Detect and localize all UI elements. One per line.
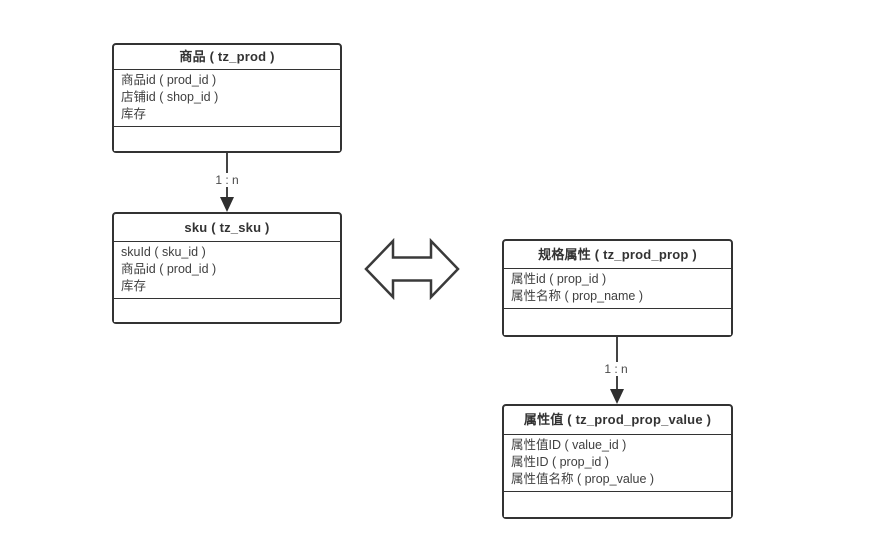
entity-field: 库存 <box>121 107 147 121</box>
entity-table-prod: 商品 ( tz_prod ) 商品id ( prod_id ) 店铺id ( s… <box>112 43 342 153</box>
entity-fields: 商品id ( prod_id ) 店铺id ( shop_id ) 库存 <box>114 69 340 127</box>
entity-title: 商品 ( tz_prod ) <box>179 49 275 64</box>
entity-field: 店铺id ( shop_id ) <box>121 90 219 104</box>
entity-field: 库存 <box>121 279 147 293</box>
entity-empty-section <box>504 492 731 517</box>
entity-table-prod-prop-value: 属性值 ( tz_prod_prop_value ) 属性值ID ( value… <box>502 404 733 519</box>
relation-label: 1 : n <box>212 173 242 187</box>
entity-field: skuId ( sku_id ) <box>121 245 206 259</box>
connector-prod-sku-arrowhead <box>220 197 234 212</box>
entity-title: 属性值 ( tz_prod_prop_value ) <box>523 412 712 427</box>
relation-label: 1 : n <box>601 362 631 376</box>
entity-field: 属性名称 ( prop_name ) <box>511 289 643 303</box>
entity-field: 商品id ( prod_id ) <box>121 73 217 87</box>
entity-field: 属性值名称 ( prop_value ) <box>511 472 655 486</box>
entity-fields: 属性id ( prop_id ) 属性名称 ( prop_name ) <box>504 268 731 309</box>
entity-title: sku ( tz_sku ) <box>184 220 270 235</box>
connector-prop-value-arrowhead <box>610 389 624 404</box>
entity-empty-section <box>504 309 731 335</box>
entity-empty-section <box>114 127 340 151</box>
entity-empty-section <box>114 299 340 322</box>
entity-field: 属性ID ( prop_id ) <box>511 455 609 469</box>
double-arrow-icon <box>364 237 460 301</box>
entity-field: 属性id ( prop_id ) <box>511 272 607 286</box>
entity-fields: skuId ( sku_id ) 商品id ( prod_id ) 库存 <box>114 241 340 299</box>
entity-field: 属性值ID ( value_id ) <box>511 438 627 452</box>
entity-table-prod-prop: 规格属性 ( tz_prod_prop ) 属性id ( prop_id ) 属… <box>502 239 733 337</box>
entity-title: 规格属性 ( tz_prod_prop ) <box>538 247 697 262</box>
entity-table-sku: sku ( tz_sku ) skuId ( sku_id ) 商品id ( p… <box>112 212 342 324</box>
entity-field: 商品id ( prod_id ) <box>121 262 217 276</box>
entity-fields: 属性值ID ( value_id ) 属性ID ( prop_id ) 属性值名… <box>504 434 731 492</box>
